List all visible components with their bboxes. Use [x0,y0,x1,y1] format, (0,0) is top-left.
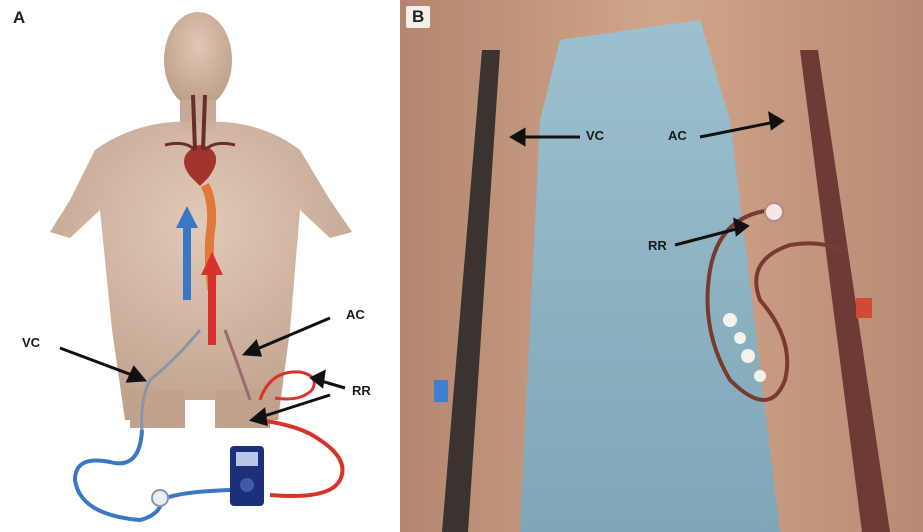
device-screen [236,452,258,466]
panel-a-letter: A [13,8,25,28]
panel-b-letter: B [406,6,430,28]
label-ac-b: AC [668,128,687,143]
tubing-connector [152,490,168,506]
label-rr-b: RR [648,238,667,253]
arterial-cannula-marker [856,298,872,318]
label-ac-a: AC [346,307,365,322]
clinical-photo [400,0,923,532]
head [164,12,232,108]
left-leg [130,390,185,430]
venous-cannula-marker [434,380,448,402]
panel-a-schematic: A VC AC RR [0,0,392,532]
reperfusion-connector [765,203,783,221]
body-illustration [0,0,392,532]
device-pump [240,478,254,492]
label-rr-a: RR [352,383,371,398]
label-vc-a: VC [22,335,40,350]
panel-b-photo: B VC AC RR [400,0,923,532]
label-vc-b: VC [586,128,604,143]
